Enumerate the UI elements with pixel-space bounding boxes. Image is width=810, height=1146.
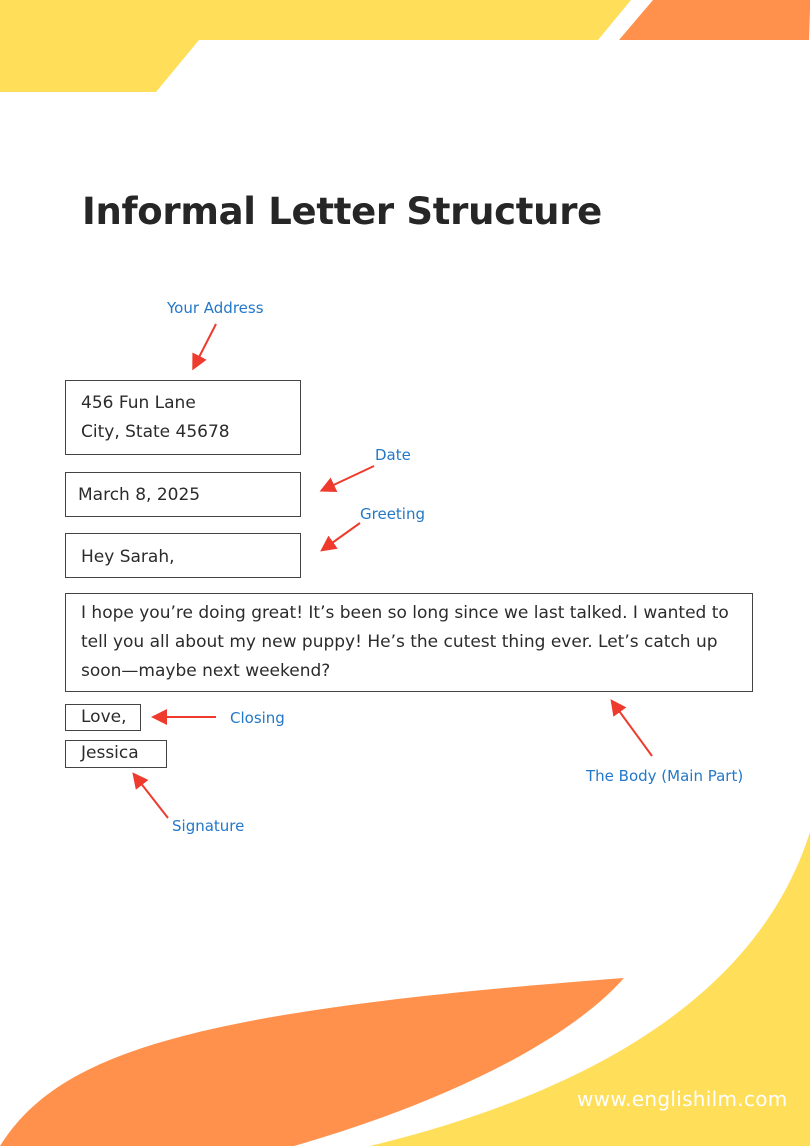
label-body: The Body (Main Part) [586,767,744,785]
label-closing: Closing [230,709,285,727]
arrow-greeting [320,522,361,552]
signature-text: Jessica [81,743,139,763]
date-text: March 8, 2025 [78,485,201,505]
bottom-orange-shape [0,978,624,1146]
label-your-address: Your Address [167,299,264,317]
body-box: I hope you’re doing great! It’s been so … [65,593,753,692]
label-signature: Signature [172,817,245,835]
greeting-text: Hey Sarah, [81,547,175,567]
label-date: Date [375,446,411,464]
address-line-2: City, State 45678 [81,422,230,442]
address-box: 456 Fun Lane City, State 45678 [65,380,301,455]
date-box: March 8, 2025 [65,472,301,517]
closing-box: Love, [65,704,141,731]
label-greeting: Greeting [360,505,425,523]
body-text: I hope you’re doing great! It’s been so … [81,603,729,681]
closing-text: Love, [81,707,127,727]
arrow-body [610,699,653,757]
arrow-signature [132,772,169,819]
greeting-box: Hey Sarah, [65,533,301,578]
address-line-1: 456 Fun Lane [81,393,196,413]
top-orange-shape [619,0,810,40]
arrow-date [319,465,375,492]
signature-box: Jessica [65,740,167,768]
arrow-address [192,323,217,371]
top-yellow-shape [0,0,631,92]
page-title: Informal Letter Structure [82,190,602,233]
footer-website-link[interactable]: www.englishilm.com [577,1087,788,1111]
